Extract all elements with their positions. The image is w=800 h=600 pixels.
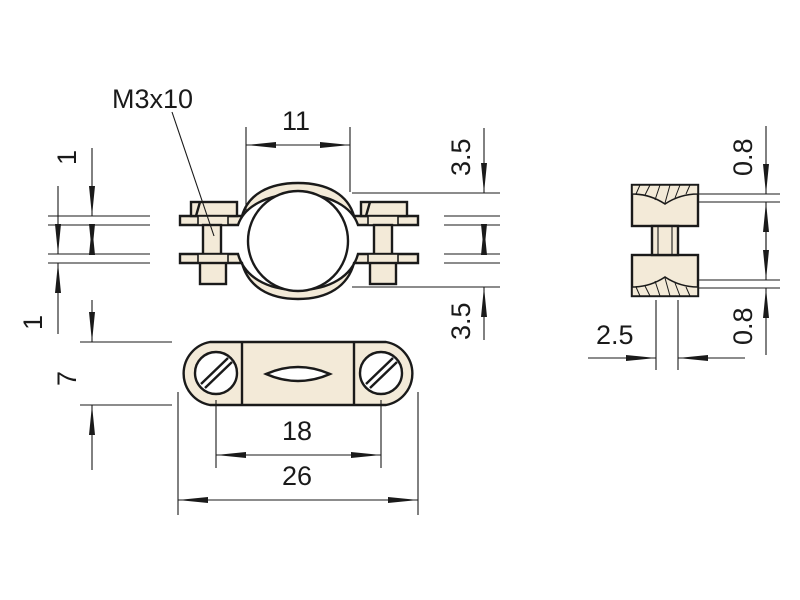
overall-width-label: 26 — [282, 461, 312, 491]
center-slot — [263, 365, 333, 383]
left-lower-label: 1 — [18, 315, 48, 330]
left-upper-label: 1 — [52, 150, 82, 165]
dim-side: 0.8 0.8 2.5 — [588, 126, 780, 370]
side-bottom-label: 0.8 — [728, 307, 758, 345]
dim-top-width: 11 — [245, 106, 351, 212]
side-top-label: 0.8 — [728, 138, 758, 176]
plan-view — [182, 340, 414, 407]
tube-circle — [246, 189, 350, 293]
plan-height-label: 7 — [52, 371, 82, 386]
top-width-label: 11 — [282, 106, 310, 136]
side-width-label: 2.5 — [596, 320, 634, 350]
left-screw — [189, 200, 239, 286]
right-screw-head — [358, 350, 404, 396]
side-shaft — [650, 224, 680, 257]
right-screw — [359, 200, 409, 286]
dim-plan-widths: 18 26 — [177, 392, 419, 515]
top-height-upper-label: 3.5 — [446, 138, 476, 176]
top-height-lower-label: 3.5 — [446, 302, 476, 340]
left-screw-head — [193, 350, 239, 396]
side-view — [630, 183, 700, 298]
front-view — [178, 181, 420, 301]
hole-spacing-label: 18 — [282, 416, 312, 446]
dim-top-heights: 3.5 3.5 — [352, 128, 500, 340]
side-top-strap — [631, 184, 699, 205]
screw-callout: M3x10 — [112, 84, 215, 237]
dim-left-side: 1 1 7 — [18, 148, 172, 470]
screw-label: M3x10 — [112, 84, 193, 114]
side-bottom-strap — [631, 276, 699, 297]
